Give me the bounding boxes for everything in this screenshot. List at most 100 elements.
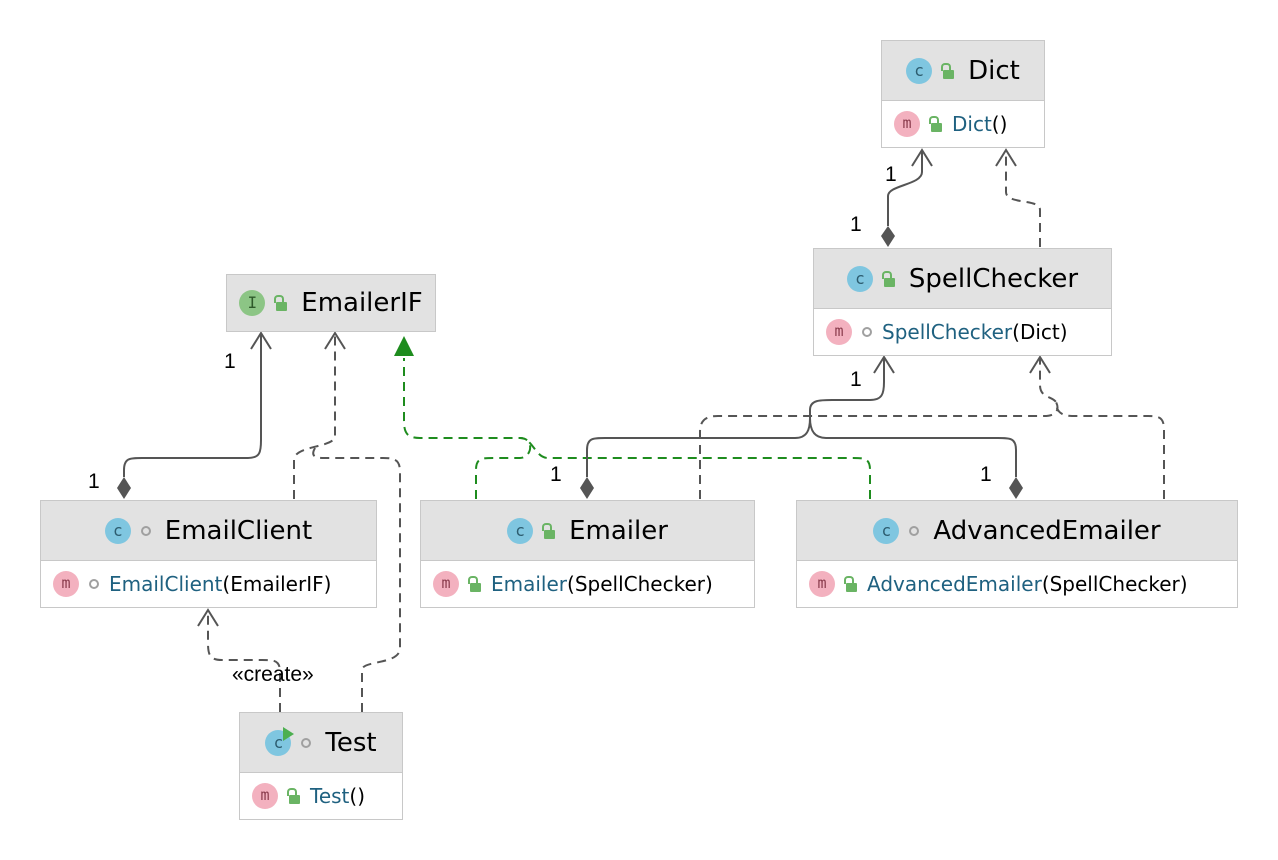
edge-emailer-emailerif-realization	[394, 336, 532, 499]
open-arrowhead	[1029, 355, 1051, 374]
member-signature: EmailClient(EmailerIF)	[109, 572, 331, 596]
edge-emailclient-emailerif-dependency	[293, 331, 346, 499]
edge-test-emailclient-create	[197, 608, 281, 712]
class-header: c EmailClient	[41, 501, 376, 561]
composition-diamond	[580, 477, 594, 499]
member-signature: Test()	[310, 784, 365, 808]
member-params: (Dict)	[1012, 319, 1068, 344]
class-spellchecker[interactable]: c SpellChecker m SpellChecker(Dict)	[813, 248, 1112, 356]
method-icon: m	[252, 782, 278, 809]
edge-spellchecker-dict-dependency	[995, 148, 1041, 247]
method-icon: m	[53, 570, 79, 597]
multiplicity-label: 1	[885, 163, 897, 186]
method-icon: m	[809, 570, 835, 597]
multiplicity-label: 1	[850, 213, 862, 236]
realization-triangle	[394, 336, 414, 356]
open-arrowhead	[250, 331, 272, 350]
member-row[interactable]: m Test()	[240, 773, 402, 818]
class-name: AdvancedEmailer	[933, 515, 1161, 546]
edge-emailer-spellchecker-dependency	[699, 401, 1059, 499]
edge-advancedemailer-spellchecker-dependency	[1029, 355, 1165, 499]
public-lock-icon	[541, 522, 556, 539]
multiplicity-label: 1	[550, 463, 562, 486]
interface-name: EmailerIF	[301, 288, 423, 318]
class-name: EmailClient	[164, 515, 313, 546]
member-name: Emailer	[491, 571, 568, 596]
class-emailer[interactable]: c Emailer m Emailer(SpellChecker)	[420, 500, 755, 608]
class-header: c AdvancedEmailer	[797, 501, 1237, 561]
class-icon: c	[873, 517, 900, 544]
multiplicity-label: 1	[224, 350, 236, 373]
composition-diamond	[881, 226, 895, 247]
member-params: ()	[349, 783, 365, 808]
class-name: Test	[325, 727, 377, 758]
class-header: c Dict	[882, 41, 1044, 101]
member-name: Test	[310, 783, 350, 808]
member-signature: Dict()	[952, 112, 1007, 136]
run-triangle-icon	[283, 726, 295, 741]
class-icon: c	[104, 517, 131, 544]
composition-diamond	[117, 477, 131, 499]
class-name: Emailer	[569, 515, 668, 546]
public-lock-icon	[843, 575, 857, 592]
edge-emailclient-emailerif-composition	[117, 331, 272, 499]
edge-advancedemailer-spellchecker-composition	[809, 417, 1023, 499]
public-lock-icon	[273, 295, 288, 311]
class-advancedemailer[interactable]: c AdvancedEmailer m AdvancedEmailer(Spel…	[796, 500, 1238, 608]
open-arrowhead	[873, 355, 895, 374]
composition-diamond	[1009, 477, 1023, 499]
multiplicity-label: 1	[88, 470, 100, 493]
member-params: (EmailerIF)	[222, 571, 332, 596]
class-header: c Test	[240, 713, 402, 773]
class-test[interactable]: c Test m Test()	[239, 712, 403, 820]
package-visibility-icon	[862, 326, 872, 337]
open-arrowhead	[197, 608, 219, 627]
public-lock-icon	[286, 787, 300, 804]
open-arrowhead	[911, 148, 933, 167]
interface-icon: I	[239, 290, 266, 316]
member-params: (SpellChecker)	[567, 571, 713, 596]
method-icon: m	[433, 570, 459, 597]
open-arrowhead	[324, 331, 346, 350]
member-row[interactable]: m Dict()	[882, 101, 1044, 146]
member-signature: Emailer(SpellChecker)	[491, 572, 713, 596]
multiplicity-label: 1	[850, 368, 862, 391]
class-name: SpellChecker	[908, 263, 1079, 294]
member-signature: AdvancedEmailer(SpellChecker)	[867, 572, 1188, 596]
public-lock-icon	[881, 270, 895, 287]
member-row[interactable]: m SpellChecker(Dict)	[814, 309, 1111, 354]
member-row[interactable]: m AdvancedEmailer(SpellChecker)	[797, 561, 1237, 606]
class-icon: c	[507, 517, 534, 544]
member-name: AdvancedEmailer	[867, 571, 1042, 596]
edge-advancedemailer-emailerif-realization	[519, 437, 871, 499]
class-icon: c	[906, 57, 933, 84]
multiplicity-label: 1	[980, 463, 992, 486]
class-header: c Emailer	[421, 501, 754, 561]
edge-emailer-spellchecker-composition	[580, 355, 895, 499]
member-name: EmailClient	[109, 571, 223, 596]
interface-emailerif[interactable]: I EmailerIF	[226, 274, 436, 332]
member-params: ()	[991, 111, 1008, 136]
member-row[interactable]: m Emailer(SpellChecker)	[421, 561, 754, 606]
class-icon: c	[846, 265, 873, 292]
member-name: SpellChecker	[882, 319, 1013, 344]
public-lock-icon	[940, 62, 955, 79]
member-params: (SpellChecker)	[1041, 571, 1188, 596]
create-stereotype-label: «create»	[232, 663, 314, 686]
class-emailclient[interactable]: c EmailClient m EmailClient(EmailerIF)	[40, 500, 377, 608]
member-row[interactable]: m EmailClient(EmailerIF)	[41, 561, 376, 606]
package-visibility-icon	[909, 525, 920, 536]
edge-spellchecker-dict-composition	[881, 148, 933, 247]
interface-header: I EmailerIF	[227, 275, 435, 331]
member-name: Dict	[952, 111, 992, 136]
open-arrowhead	[995, 148, 1017, 167]
edge-test-emailerif-dependency	[312, 443, 401, 712]
package-visibility-icon	[89, 578, 99, 589]
class-name: Dict	[968, 55, 1020, 86]
runnable-class-icon: c	[265, 726, 295, 756]
class-header: c SpellChecker	[814, 249, 1111, 309]
class-dict[interactable]: c Dict m Dict()	[881, 40, 1045, 148]
method-icon: m	[894, 110, 920, 137]
